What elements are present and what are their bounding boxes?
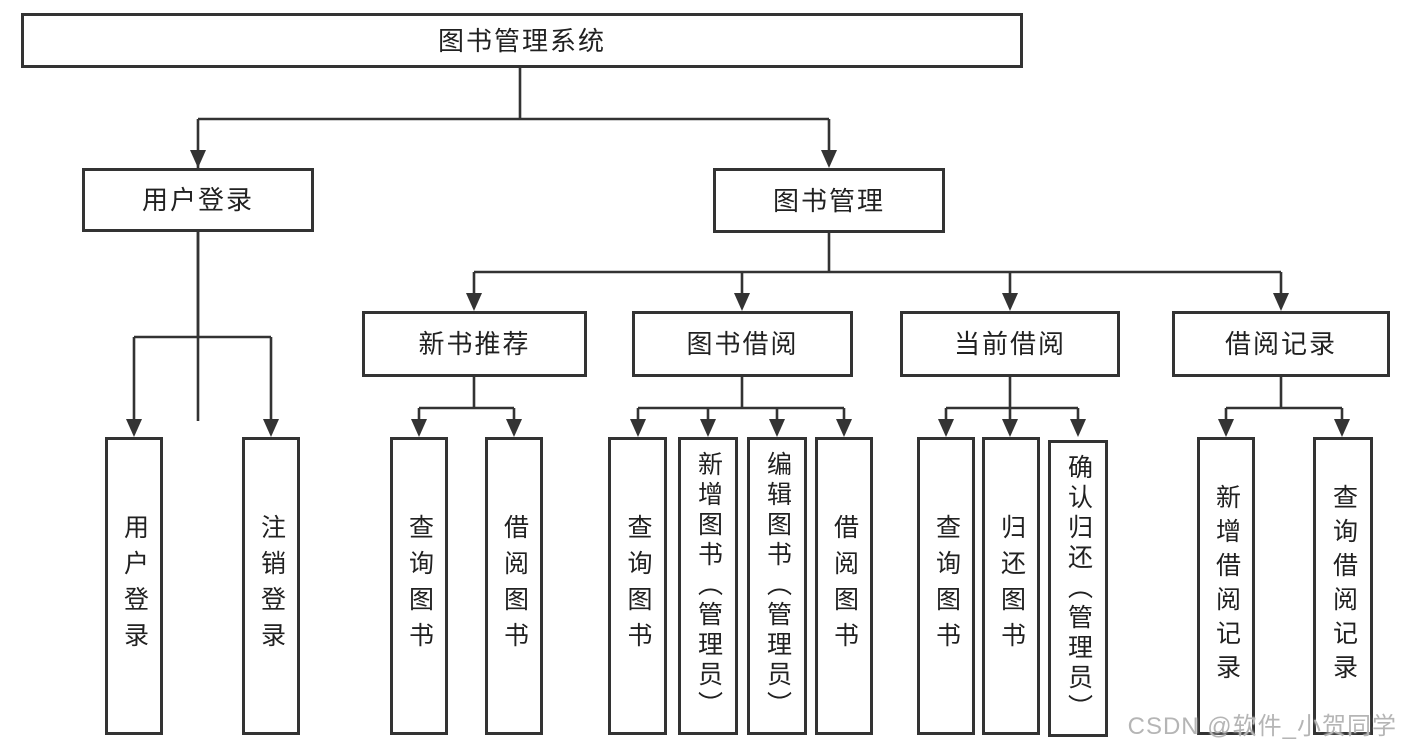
node-root-label: 图书管理系统 bbox=[437, 25, 606, 56]
csdn-watermark: CSDN @软件_小贺同学 bbox=[1127, 713, 1397, 740]
leaf-add-borrow-record-label: 新增借阅记录 bbox=[1212, 484, 1241, 688]
arrow-down-icon bbox=[1218, 419, 1234, 437]
arrow-down-icon bbox=[263, 419, 279, 437]
arrow-down-icon bbox=[1273, 293, 1289, 311]
connector-line bbox=[944, 377, 1080, 420]
leaf-edit-books-admin-label: 编辑图书（管理员） bbox=[763, 451, 792, 721]
leaf-return-books: 归还图书 bbox=[982, 437, 1040, 735]
leaf-borrow-books-1-label: 借阅图书 bbox=[500, 514, 529, 658]
leaf-add-borrow-record: 新增借阅记录 bbox=[1197, 437, 1255, 735]
leaf-query-books-3: 查询图书 bbox=[917, 437, 975, 735]
connector-borrowing-records-to-leaves bbox=[1218, 377, 1350, 437]
node-book-management: 图书管理 bbox=[713, 168, 945, 233]
leaf-user-login: 用户登录 bbox=[105, 437, 163, 735]
leaf-query-books-3-label: 查询图书 bbox=[932, 514, 961, 658]
leaf-query-books-1-label: 查询图书 bbox=[405, 514, 434, 658]
leaf-query-books-2: 查询图书 bbox=[608, 437, 667, 735]
node-user-login: 用户登录 bbox=[82, 168, 314, 232]
leaf-user-login-label: 用户登录 bbox=[120, 514, 149, 658]
arrow-down-icon bbox=[1334, 419, 1350, 437]
connector-user-login-to-leaves bbox=[126, 232, 279, 437]
node-book-management-label: 图书管理 bbox=[772, 185, 885, 216]
arrow-down-icon bbox=[506, 419, 522, 437]
node-current-borrowing-label: 当前借阅 bbox=[953, 329, 1066, 359]
node-new-book-recommend-label: 新书推荐 bbox=[418, 329, 531, 359]
node-user-login-label: 用户登录 bbox=[141, 185, 254, 215]
leaf-confirm-return-admin: 确认归还（管理员） bbox=[1048, 440, 1108, 737]
connector-new-book-recommend-to-leaves bbox=[411, 377, 522, 437]
connector-line bbox=[636, 377, 846, 420]
leaf-borrow-books-2-label: 借阅图书 bbox=[830, 514, 859, 658]
arrow-down-icon bbox=[700, 419, 716, 437]
node-book-borrowing: 图书借阅 bbox=[632, 311, 853, 377]
node-current-borrowing: 当前借阅 bbox=[900, 311, 1120, 377]
leaf-borrow-books-1: 借阅图书 bbox=[485, 437, 543, 735]
leaf-logout: 注销登录 bbox=[242, 437, 300, 735]
connector-book-management-to-level3 bbox=[466, 233, 1289, 311]
arrow-down-icon bbox=[734, 293, 750, 311]
arrow-down-icon bbox=[938, 419, 954, 437]
arrow-down-icon bbox=[836, 419, 852, 437]
node-root: 图书管理系统 bbox=[21, 13, 1023, 68]
arrow-down-icon bbox=[630, 419, 646, 437]
arrow-down-icon bbox=[1002, 419, 1018, 437]
node-book-borrowing-label: 图书借阅 bbox=[686, 329, 799, 359]
node-new-book-recommend: 新书推荐 bbox=[362, 311, 587, 377]
arrow-down-icon bbox=[1070, 419, 1086, 437]
leaf-query-borrow-record: 查询借阅记录 bbox=[1313, 437, 1373, 735]
arrow-down-icon bbox=[1002, 293, 1018, 311]
connector-line bbox=[417, 377, 516, 420]
connector-line bbox=[132, 232, 273, 420]
leaf-query-books-2-label: 查询图书 bbox=[624, 514, 652, 658]
leaf-edit-books-admin: 编辑图书（管理员） bbox=[747, 437, 807, 735]
connector-line bbox=[1224, 377, 1344, 420]
arrow-down-icon bbox=[821, 150, 837, 168]
arrow-down-icon bbox=[769, 419, 785, 437]
leaf-confirm-return-admin-label: 确认归还（管理员） bbox=[1064, 453, 1093, 724]
leaf-add-books-admin-label: 新增图书（管理员） bbox=[694, 451, 723, 721]
arrow-down-icon bbox=[411, 419, 427, 437]
leaf-logout-label: 注销登录 bbox=[257, 514, 286, 658]
arrow-down-icon bbox=[190, 150, 206, 168]
leaf-add-books-admin: 新增图书（管理员） bbox=[678, 437, 738, 735]
leaf-query-borrow-record-label: 查询借阅记录 bbox=[1329, 484, 1358, 688]
arrow-down-icon bbox=[466, 293, 482, 311]
connector-current-borrowing-to-leaves bbox=[938, 377, 1086, 437]
connector-book-borrowing-to-leaves bbox=[630, 377, 852, 437]
node-borrowing-records-label: 借阅记录 bbox=[1224, 329, 1337, 359]
leaf-query-books-1: 查询图书 bbox=[390, 437, 448, 735]
connector-line bbox=[472, 233, 1283, 294]
leaf-return-books-label: 归还图书 bbox=[997, 514, 1026, 658]
arrow-down-icon bbox=[126, 419, 142, 437]
node-borrowing-records: 借阅记录 bbox=[1172, 311, 1390, 377]
leaf-borrow-books-2: 借阅图书 bbox=[815, 437, 873, 735]
